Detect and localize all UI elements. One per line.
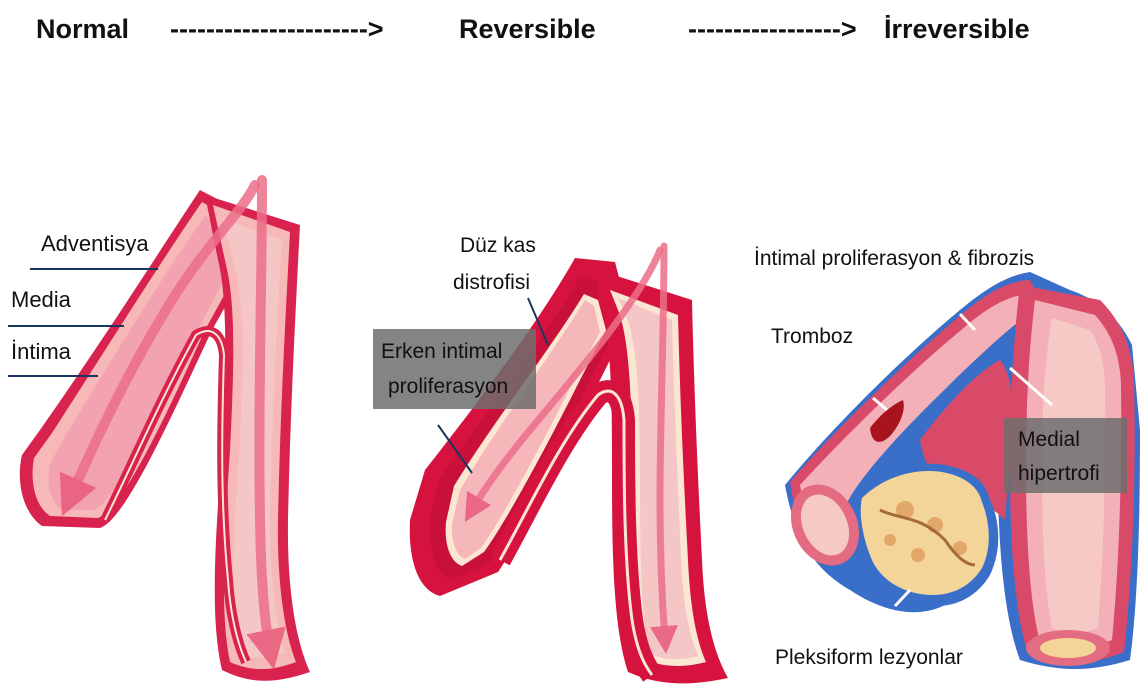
- label-medial-line-2: hipertrofi: [1018, 462, 1100, 485]
- stage-irreversible-title: İrreversible: [884, 14, 1030, 44]
- irreversible-vessel-illustration: İntimal proliferasyon & fibrozis Tromboz…: [754, 247, 1140, 669]
- label-duz-kas-line-2: distrofisi: [453, 271, 530, 294]
- label-erken-line-1: Erken intimal: [381, 340, 502, 363]
- stage-reversible-title: Reversible: [459, 14, 596, 44]
- label-adventisya: Adventisya: [41, 231, 149, 256]
- stage-arrow-2: ----------------->: [688, 14, 857, 44]
- stage-arrow-1: ---------------------->: [170, 14, 384, 44]
- label-duz-kas-line-1: Düz kas: [460, 234, 536, 257]
- normal-vessel-illustration: Adventisya Media İntima: [8, 180, 310, 681]
- stage-header: Normal ----------------------> Reversibl…: [36, 14, 1030, 44]
- label-pleksiform: Pleksiform lezyonlar: [775, 646, 963, 669]
- label-intima: İntima: [11, 339, 72, 364]
- label-erken-line-2: proliferasyon: [388, 375, 508, 398]
- reversible-vessel-illustration: Düz kas distrofisi Erken intimal prolife…: [373, 234, 728, 683]
- label-medial-line-1: Medial: [1018, 428, 1080, 451]
- label-media: Media: [11, 287, 72, 312]
- label-intimal-fibrozis: İntimal proliferasyon & fibrozis: [754, 247, 1034, 270]
- stage-normal-title: Normal: [36, 14, 129, 44]
- label-tromboz: Tromboz: [771, 325, 853, 348]
